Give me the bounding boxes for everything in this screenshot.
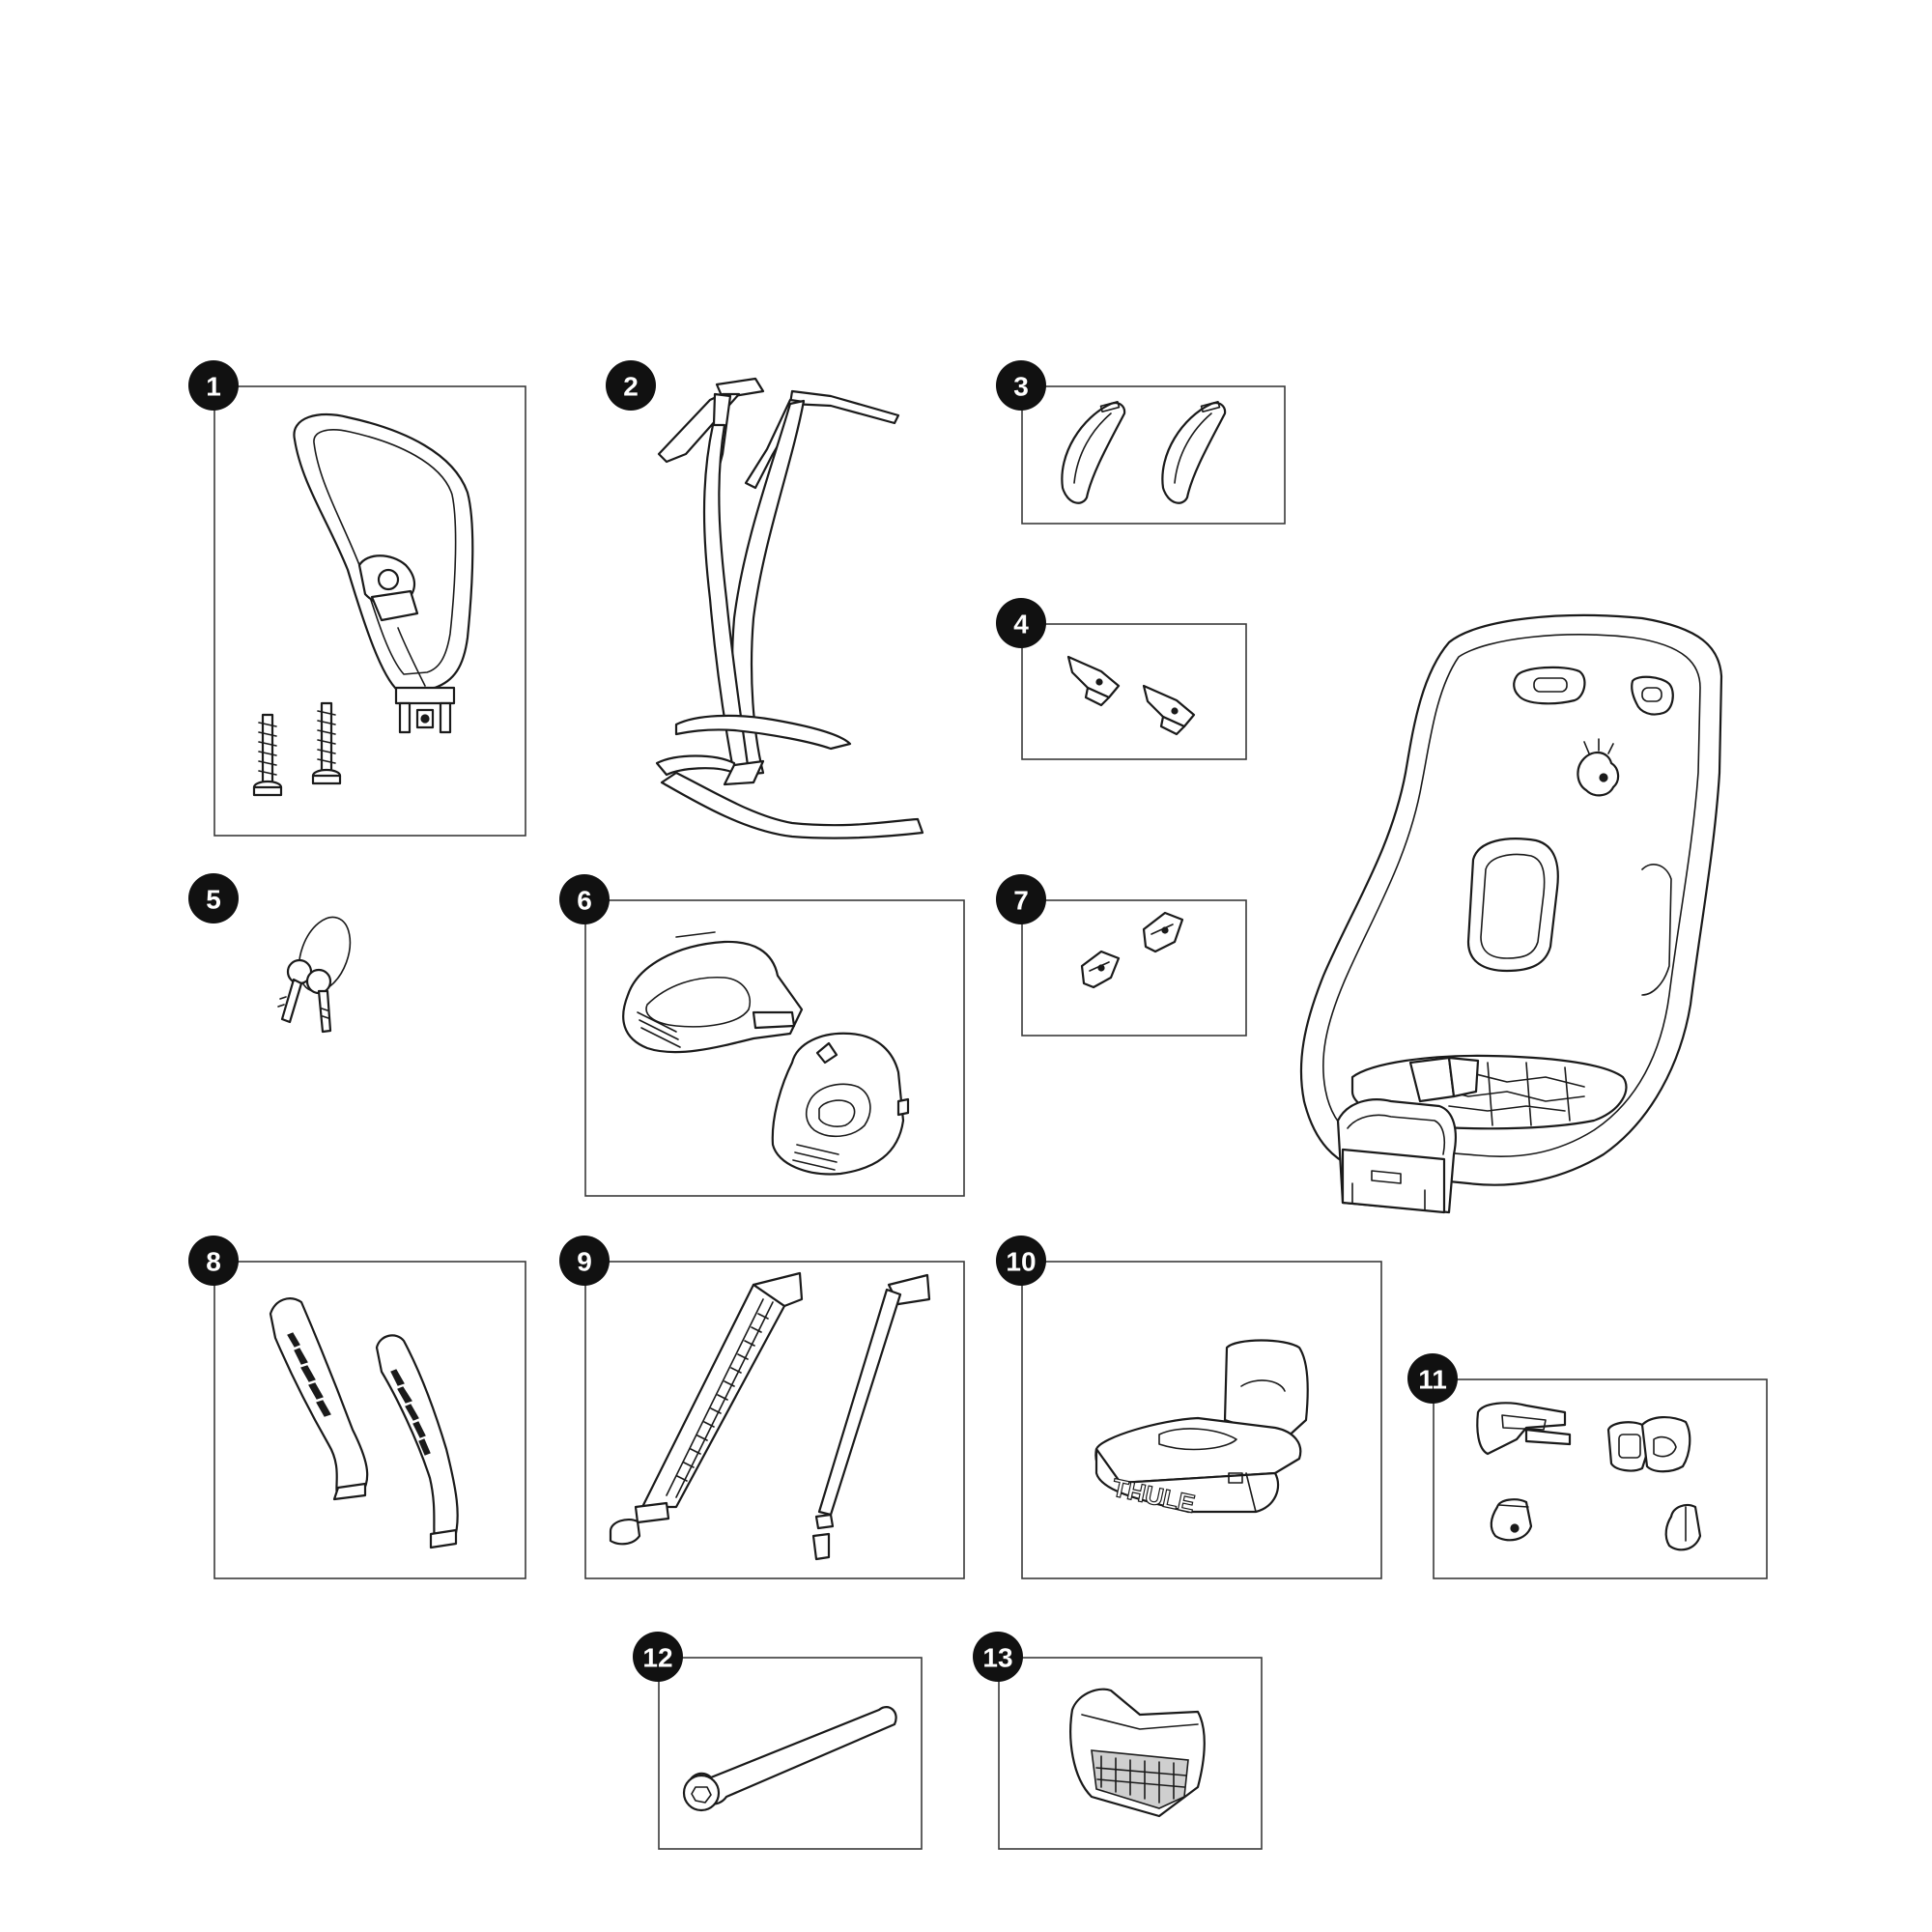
footrest-icon xyxy=(771,1032,910,1176)
part-12-number: 12 xyxy=(642,1643,672,1673)
part-2-number: 2 xyxy=(623,372,639,402)
mascot-logo-icon xyxy=(1577,738,1620,797)
part-8: 8 xyxy=(188,1236,526,1579)
shoulder-slot-left xyxy=(1513,666,1586,705)
part-6-badge: 6 xyxy=(559,874,610,924)
buckle-part-icon xyxy=(1476,1402,1572,1456)
part-13-frame xyxy=(998,1657,1263,1850)
part-4-badge: 4 xyxy=(996,598,1046,648)
part-10-badge: 10 xyxy=(996,1236,1046,1286)
strap-clip-icon xyxy=(1142,684,1196,736)
part-12: 12 xyxy=(633,1632,923,1850)
footrest-icon xyxy=(622,931,804,1054)
part-10-number: 10 xyxy=(1006,1247,1036,1277)
part-7-badge: 7 xyxy=(996,874,1046,924)
screw-icon xyxy=(311,701,342,785)
shoulder-slot-right xyxy=(1631,675,1674,716)
part-11-frame xyxy=(1433,1378,1768,1579)
part-6: 6 xyxy=(559,874,965,1197)
part-12-frame xyxy=(658,1657,923,1850)
part-11: 11 xyxy=(1407,1353,1768,1579)
part-8-number: 8 xyxy=(206,1247,221,1277)
part-13: 13 xyxy=(973,1632,1263,1850)
part-11-number: 11 xyxy=(1418,1365,1447,1395)
part-5-badge: 5 xyxy=(188,873,239,923)
shoulder-harness-guide-icon xyxy=(293,412,474,734)
mounting-bracket-icon: THULE xyxy=(1094,1339,1309,1519)
part-4-frame xyxy=(1021,623,1247,760)
bolt-icon xyxy=(682,1706,897,1812)
part-6-number: 6 xyxy=(577,886,592,916)
part-3-number: 3 xyxy=(1013,372,1029,402)
child-bike-seat-icon xyxy=(1299,613,1723,1214)
buckle-part-icon xyxy=(1664,1503,1702,1551)
part-3: 3 xyxy=(996,360,1286,525)
foot-strap-icon xyxy=(269,1297,369,1501)
harness-straps-icon xyxy=(655,377,924,839)
keys-icon xyxy=(277,916,352,1034)
part-1-frame xyxy=(213,385,526,837)
part-3-frame xyxy=(1021,385,1286,525)
part-13-badge: 13 xyxy=(973,1632,1023,1682)
part-4-number: 4 xyxy=(1013,610,1029,639)
part-2: 2 xyxy=(606,360,924,839)
foot-strap-icon xyxy=(375,1334,459,1549)
small-buckle-icon xyxy=(1080,950,1121,989)
part-8-badge: 8 xyxy=(188,1236,239,1286)
part-4: 4 xyxy=(996,598,1247,760)
part-11-badge: 11 xyxy=(1407,1353,1458,1404)
ratchet-strap-icon xyxy=(811,1273,931,1561)
bracket-cap-icon xyxy=(1069,1688,1206,1818)
part-7-frame xyxy=(1021,899,1247,1037)
part-12-badge: 12 xyxy=(633,1632,683,1682)
ratchet-strap-icon xyxy=(609,1271,804,1546)
part-3-badge: 3 xyxy=(996,360,1046,411)
part-9-number: 9 xyxy=(577,1247,592,1277)
seat-base-block xyxy=(1336,1098,1457,1214)
part-10: THULE 10 xyxy=(996,1236,1382,1579)
part-6-frame xyxy=(584,899,965,1197)
part-13-number: 13 xyxy=(982,1643,1012,1673)
buckle-part-icon xyxy=(1606,1416,1691,1473)
part-5-number: 5 xyxy=(206,885,221,915)
screw-icon xyxy=(252,713,283,797)
part-10-frame xyxy=(1021,1261,1382,1579)
part-7-number: 7 xyxy=(1013,886,1029,916)
part-1: 1 xyxy=(188,360,526,837)
part-5: 5 xyxy=(188,873,352,1034)
shoulder-pad-icon xyxy=(1061,400,1126,504)
part-9-frame xyxy=(584,1261,965,1579)
strap-clip-icon xyxy=(1066,655,1121,707)
part-2-badge: 2 xyxy=(606,360,656,411)
part-1-badge: 1 xyxy=(188,360,239,411)
part-9-badge: 9 xyxy=(559,1236,610,1286)
buckle-part-icon xyxy=(1490,1498,1533,1542)
back-cushion-cutout xyxy=(1466,838,1559,973)
part-8-frame xyxy=(213,1261,526,1579)
part-9: 9 xyxy=(559,1236,965,1579)
small-buckle-icon xyxy=(1142,911,1184,953)
part-1-number: 1 xyxy=(206,372,221,402)
part-7: 7 xyxy=(996,874,1247,1037)
shoulder-pad-icon xyxy=(1161,400,1227,504)
